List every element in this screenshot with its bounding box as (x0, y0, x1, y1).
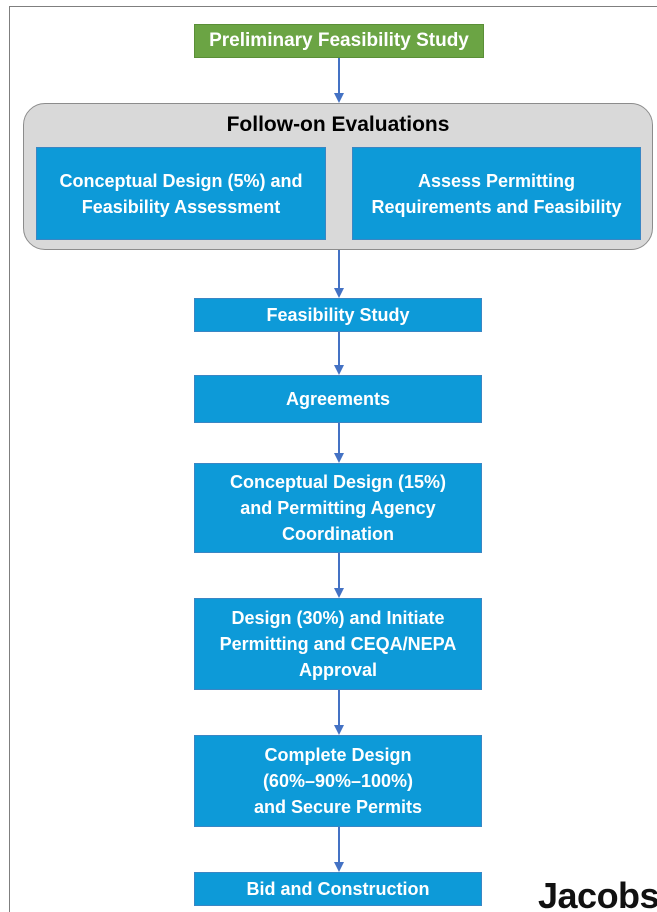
outer-frame (9, 6, 657, 912)
follow-on-evaluations-title: Follow-on Evaluations (226, 113, 450, 136)
preliminary-feasibility-study-box: Preliminary Feasibility Study (194, 24, 484, 58)
conceptual-design-15-box: Conceptual Design (15%) and Permitting A… (194, 463, 482, 553)
complete-design-box: Complete Design (60%–90%–100%) and Secur… (194, 735, 482, 827)
feasibility-study-box: Feasibility Study (194, 298, 482, 332)
design-30-box: Design (30%) and Initiate Permitting and… (194, 598, 482, 690)
jacobs-logo: Jacobs (538, 875, 657, 912)
conceptual-design-5-box: Conceptual Design (5%) and Feasibility A… (36, 147, 326, 240)
agreements-box: Agreements (194, 375, 482, 423)
bid-and-construction-box: Bid and Construction (194, 872, 482, 906)
assess-permitting-box: Assess Permitting Requirements and Feasi… (352, 147, 641, 240)
